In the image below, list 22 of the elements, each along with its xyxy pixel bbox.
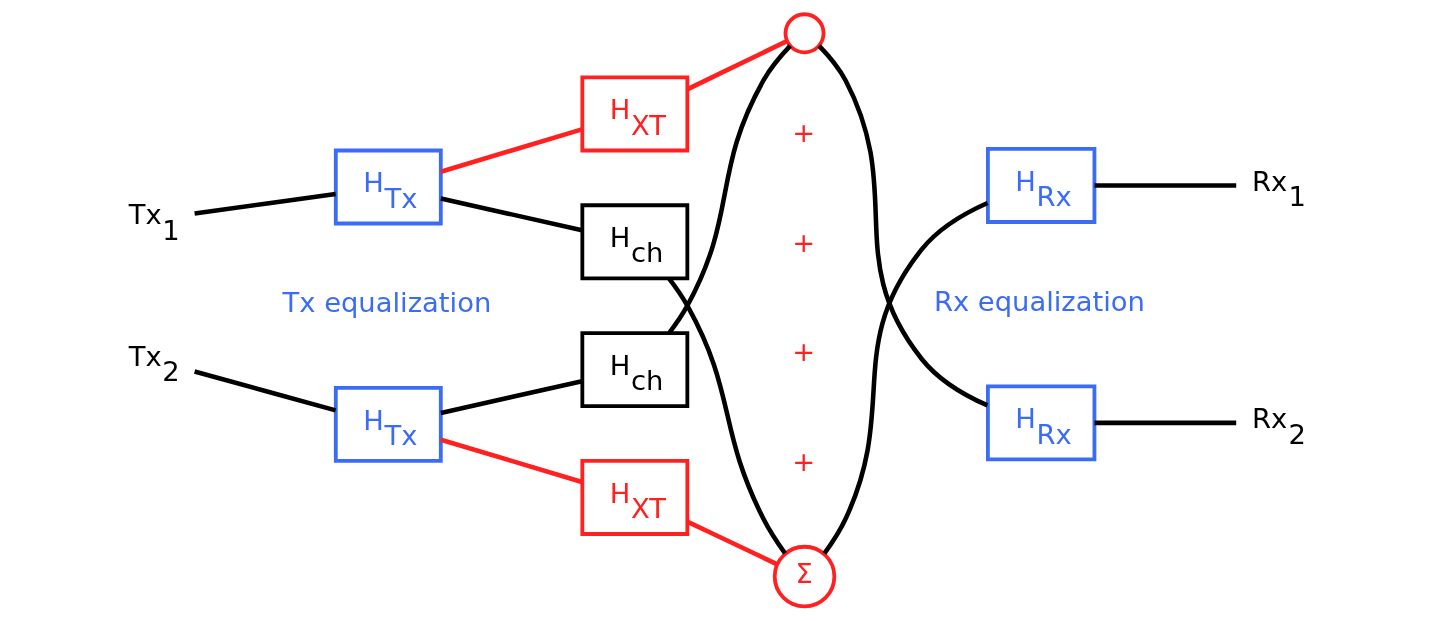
connector (817, 44, 988, 408)
connector (1094, 420, 1236, 426)
node-circle (783, 12, 825, 55)
label: Rx equalization (933, 285, 1145, 317)
connector (1094, 183, 1236, 188)
label: + (791, 116, 815, 148)
connector (667, 44, 792, 334)
label: Tx equalization (282, 287, 491, 319)
label: + (791, 336, 815, 368)
connector (822, 200, 988, 555)
connector (439, 196, 582, 233)
connector (666, 277, 787, 555)
connector (439, 127, 583, 174)
connector (439, 437, 583, 485)
connector (439, 378, 582, 416)
connector (686, 39, 788, 92)
connector (686, 519, 778, 567)
label: + (791, 226, 815, 258)
label: + (791, 445, 815, 477)
connector (193, 191, 336, 216)
connector (193, 369, 336, 413)
node-circle: Σ (772, 544, 836, 609)
